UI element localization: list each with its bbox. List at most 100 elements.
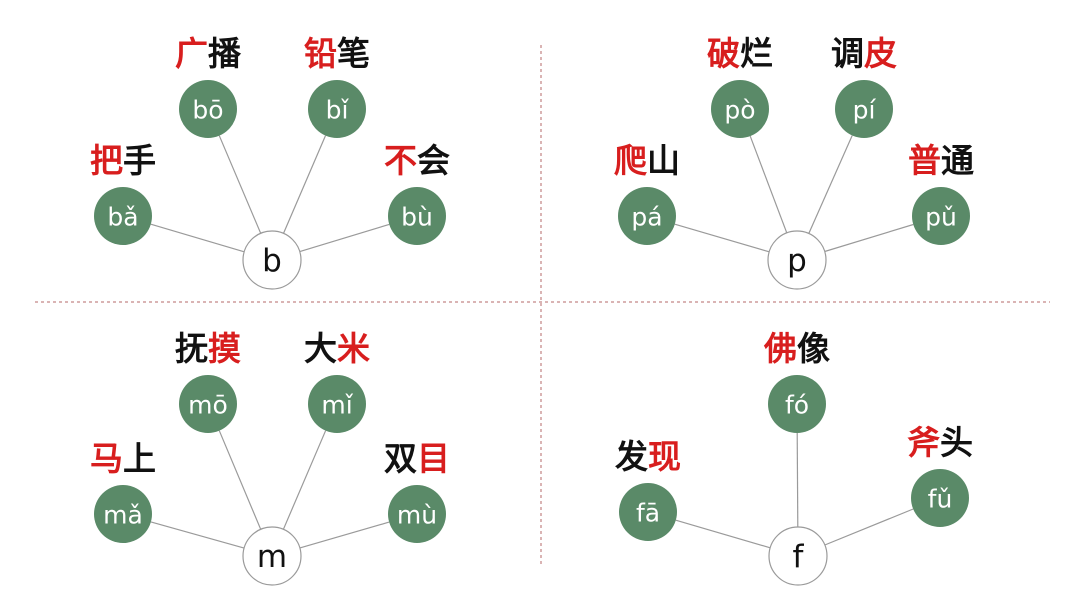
syllable-circle (308, 80, 366, 138)
initial-circle (242, 526, 302, 586)
connector-line (749, 135, 788, 234)
highlighted-char: 不 (384, 141, 417, 180)
syllable-node: bǎ 把手 (90, 141, 156, 245)
word-label: 把手 (90, 141, 156, 180)
word-char: 抚 (175, 329, 208, 368)
initial-circle (767, 230, 827, 290)
pinyin-label: bǎ (107, 203, 138, 232)
syllable-circle (618, 187, 676, 245)
word-label: 普通 (908, 141, 974, 180)
word-char: 播 (208, 34, 242, 73)
highlighted-char: 斧 (907, 423, 940, 462)
connector-line (299, 223, 390, 253)
group-f: fā 发现 fó 佛像 fǔ 斧头 f (615, 329, 973, 586)
highlighted-char: 现 (648, 437, 681, 476)
pinyin-label: mǐ (321, 391, 353, 420)
pinyin-label: mō (188, 391, 228, 420)
highlighted-char: 佛 (763, 329, 797, 368)
groups-layer: bǎ把手bō广播bǐ铅笔bù不会bpá爬山pò破烂pí调皮pǔ普通pmǎ马上mō… (90, 34, 974, 586)
connector-line (218, 135, 262, 234)
word-char: 大 (304, 329, 337, 368)
syllable-circle (711, 80, 769, 138)
highlighted-char: 把 (90, 141, 123, 180)
connector-line (824, 223, 914, 253)
pinyin-label: pí (853, 96, 877, 125)
pinyin-label: mù (397, 501, 437, 530)
group-p: pá 爬山 pò 破烂 pí 调皮 pǔ 普通 p (614, 34, 974, 290)
word-label: 抚摸 (175, 329, 241, 368)
syllable-circle (388, 187, 446, 245)
syllable-node: fā 发现 (615, 437, 681, 541)
pinyin-label: bǐ (326, 96, 350, 125)
pinyin-label: pò (724, 96, 755, 125)
word-char: 上 (123, 439, 156, 478)
connector-line (150, 521, 245, 549)
connector-line (150, 223, 245, 253)
word-char: 调 (831, 34, 864, 73)
word-char: 通 (941, 141, 974, 180)
syllable-circle (179, 375, 237, 433)
word-char: 发 (615, 437, 648, 476)
syllable-circle (308, 375, 366, 433)
word-char: 双 (384, 439, 417, 478)
word-label: 发现 (615, 437, 681, 476)
connector-line (299, 521, 390, 549)
word-label: 不会 (384, 141, 450, 180)
highlighted-char: 铅 (304, 34, 337, 73)
syllable-node: bō 广播 (175, 34, 242, 138)
syllable-node: pò 破烂 (707, 34, 773, 138)
highlighted-char: 摸 (208, 329, 241, 368)
word-char: 头 (940, 423, 973, 462)
initial-letter: m (257, 539, 287, 575)
syllable-circle (179, 80, 237, 138)
syllable-circle (911, 469, 969, 527)
word-char: 会 (417, 141, 450, 180)
pinyin-label: pǔ (925, 203, 957, 232)
initial-letter: f (793, 539, 805, 575)
pinyin-label: bù (401, 203, 433, 232)
word-label: 铅笔 (304, 34, 370, 73)
word-char: 笔 (337, 34, 370, 73)
syllable-circle (94, 485, 152, 543)
group-b: bǎ 把手 bō 广播 bǐ 铅笔 bù 不会 b (90, 34, 450, 290)
syllable-node: pǔ 普通 (908, 141, 974, 245)
word-label: 爬山 (614, 141, 680, 180)
syllable-node: pí 调皮 (831, 34, 897, 138)
word-label: 双目 (384, 439, 450, 478)
connector-line (282, 135, 327, 234)
syllable-node: bǐ 铅笔 (304, 34, 370, 138)
highlighted-char: 普 (908, 141, 941, 180)
connector-line (808, 135, 853, 234)
pinyin-label: fó (785, 391, 809, 420)
syllable-circle (94, 187, 152, 245)
word-label: 破烂 (707, 34, 773, 73)
word-label: 佛像 (763, 329, 830, 368)
syllable-circle (619, 483, 677, 541)
pinyin-label: bō (192, 96, 223, 125)
syllable-circle (835, 80, 893, 138)
pinyin-label: pá (631, 203, 662, 232)
word-label: 广播 (175, 34, 242, 73)
highlighted-char: 爬 (614, 141, 647, 180)
initial-letter: p (787, 243, 807, 279)
initial-circle (768, 526, 828, 586)
syllable-node: bù 不会 (384, 141, 450, 245)
connector-line (282, 430, 327, 530)
syllable-circle (388, 485, 446, 543)
pinyin-label: fǔ (928, 485, 953, 514)
connector-line (674, 223, 770, 253)
word-label: 马上 (90, 439, 156, 478)
syllable-node: fǔ 斧头 (907, 423, 973, 527)
word-label: 大米 (304, 329, 370, 368)
pinyin-label: fā (636, 499, 660, 528)
initial-letter: b (262, 243, 282, 279)
highlighted-char: 广 (175, 34, 208, 73)
word-label: 斧头 (907, 423, 973, 462)
syllable-circle (912, 187, 970, 245)
highlighted-char: 马 (90, 439, 123, 478)
connector-line (796, 432, 799, 528)
connector-line (218, 430, 262, 530)
highlighted-char: 皮 (864, 34, 897, 73)
highlighted-char: 米 (337, 329, 370, 368)
